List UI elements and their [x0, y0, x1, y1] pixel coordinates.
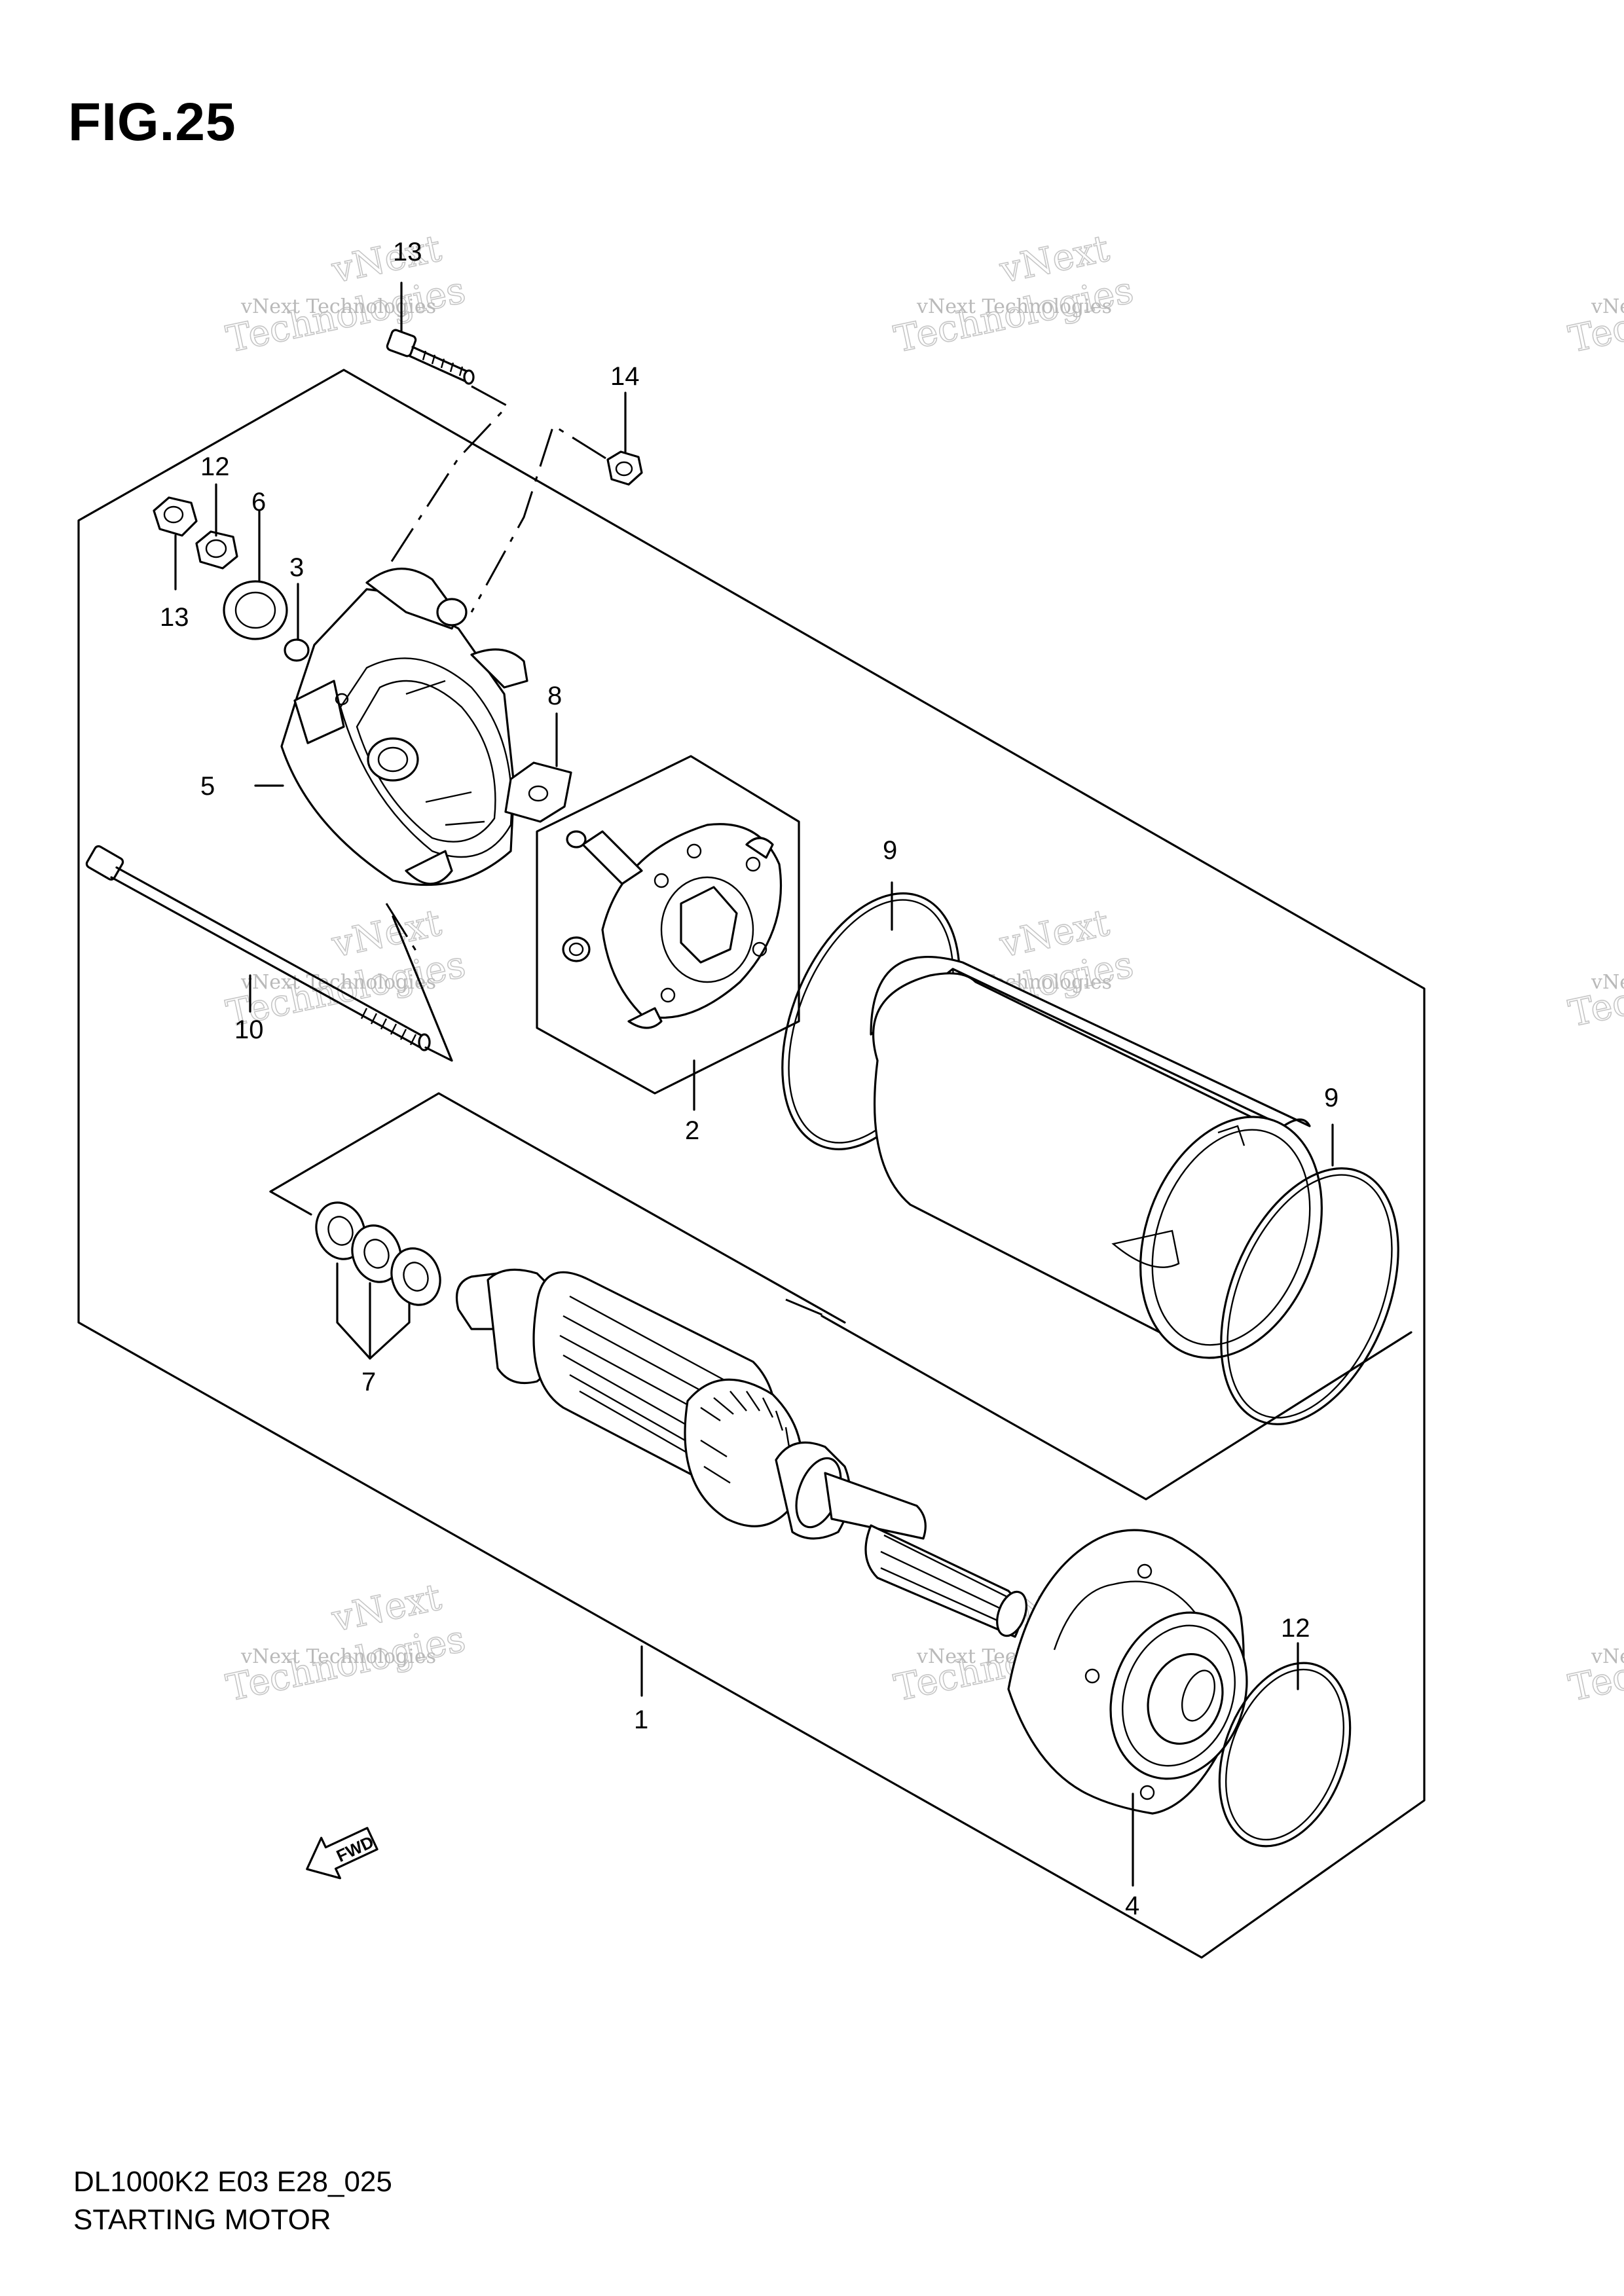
- yoke-boundary-right: [821, 1315, 1412, 1501]
- long-bolt-10: [85, 845, 453, 1062]
- callout-5: 5: [200, 772, 215, 801]
- seal-7: [223, 509, 288, 640]
- bolt-14-guide: [385, 385, 509, 570]
- watermark: Technologies vNext: [222, 227, 470, 361]
- watermark-small: vNext Technologies: [240, 1645, 436, 1668]
- watermark-small: vNext Technologies: [1591, 1645, 1624, 1668]
- armature: [455, 1268, 1027, 1697]
- model-code: DL1000K2 E03 E28_025: [73, 2166, 392, 2198]
- o-ring-9-right: [1220, 1123, 1399, 1425]
- callout-7: 6: [251, 488, 266, 517]
- callout-6: 7: [361, 1368, 376, 1396]
- brush-holder-2: [562, 823, 783, 1111]
- callout-9-right: 9: [1324, 1084, 1338, 1112]
- fwd-arrow-icon: FWD: [306, 1827, 378, 1880]
- yoke-boundary-outline: [269, 1092, 846, 1324]
- yoke-dash: [785, 1298, 826, 1317]
- callout-9-left: 9: [883, 836, 897, 865]
- callout-2: 2: [685, 1116, 699, 1145]
- watermark-small: vNext Technologies: [1591, 971, 1624, 994]
- callout-8: 8: [547, 682, 562, 710]
- brush-holder-boundary: [536, 755, 800, 1095]
- o-ring-3: [284, 583, 310, 662]
- callouts: 13 14 12 6 3 13 8 5 9 10 2 9 7 12 1 4: [160, 238, 1338, 1920]
- callout-12: 12: [200, 452, 230, 481]
- watermark: Technologies vNext: [890, 227, 1137, 361]
- callout-11: 12: [1281, 1614, 1310, 1643]
- bolt-14: [386, 282, 475, 385]
- nut-13: [153, 496, 198, 591]
- callout-1: 1: [634, 1705, 648, 1734]
- yoke: [870, 956, 1323, 1359]
- front-cover-4: [1007, 1529, 1248, 1887]
- yoke-boundary-left: [269, 1190, 312, 1216]
- callout-3: 3: [289, 553, 304, 582]
- figure-caption: STARTING MOTOR: [73, 2204, 331, 2236]
- end-cover-5: [254, 568, 528, 886]
- nut-15-guide: [470, 424, 606, 613]
- nut-15: [606, 392, 643, 486]
- figure-title: FIG.25: [68, 92, 236, 152]
- plate-8: [504, 712, 572, 823]
- assembly-boundary-outline: [77, 369, 1426, 1959]
- callout-4: 4: [1125, 1891, 1139, 1920]
- watermark-small: vNext Technologies: [916, 295, 1112, 318]
- callout-14: 13: [393, 238, 422, 266]
- callout-13: 13: [160, 603, 189, 632]
- o-ring-11: [1218, 1642, 1352, 1848]
- end-cover-guide: [385, 903, 420, 957]
- washers-6: [315, 1201, 441, 1360]
- callout-10: 10: [234, 1015, 264, 1044]
- washer-12: [195, 483, 238, 570]
- watermark-small: vNext Technologies: [240, 295, 436, 318]
- watermark: Technologies vNext: [222, 1575, 470, 1710]
- watermark-small: vNext Technologies: [1591, 295, 1624, 318]
- callout-15: 14: [610, 362, 640, 391]
